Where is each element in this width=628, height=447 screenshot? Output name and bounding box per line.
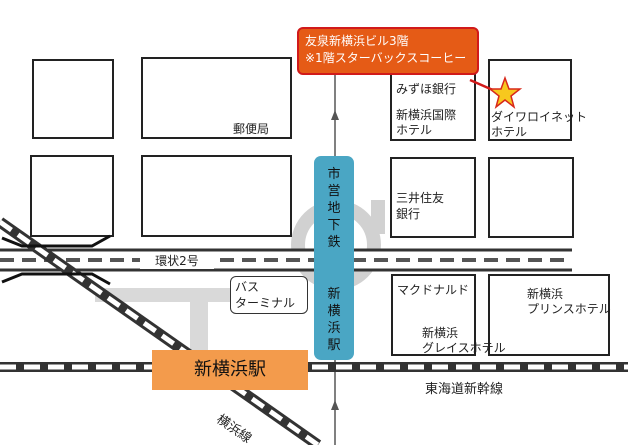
- destination-callout: 友泉新横浜ビル3階 ※1階スターバックスコーヒー: [297, 27, 479, 75]
- building-post-office: [141, 57, 292, 139]
- subway-station-label: 新 横 浜 駅: [327, 287, 341, 353]
- building-mcdonalds: [391, 274, 476, 356]
- rail-crossing: [1, 234, 111, 286]
- star-icon: [487, 75, 523, 109]
- callout-note: ※1階スターバックスコーヒー: [305, 51, 467, 65]
- building-mitsui-sumitomo: [390, 157, 476, 238]
- ring-road: [0, 248, 572, 272]
- label-prince-hotel-1: 新横浜: [527, 287, 564, 301]
- bus-terminal-line2: ターミナル: [235, 296, 296, 310]
- label-grace-hotel-2: グレイスホテル: [422, 341, 506, 355]
- south-road: [331, 360, 339, 445]
- label-tokaido-shinkansen: 東海道新幹線: [425, 382, 504, 397]
- building-prince-hotel: [488, 274, 610, 356]
- label-post-office: 郵便局: [233, 122, 270, 136]
- bus-terminal: バス ターミナル: [230, 276, 308, 314]
- label-ring-road: 環状2号: [140, 253, 214, 269]
- label-mitsui-sumitomo-1: 三井住友: [396, 191, 445, 205]
- callout-building-name: 友泉新横浜ビル3階: [305, 34, 409, 48]
- subway-line: [314, 156, 354, 360]
- label-prince-hotel-2: プリンスホテル: [527, 302, 611, 316]
- label-mcdonalds: マクドナルド: [397, 283, 470, 297]
- yokohama-rail: [0, 217, 322, 445]
- label-daiwa-roynet-2: ホテル: [491, 125, 528, 139]
- label-daiwa-roynet-1: ダイワロイネット: [491, 110, 588, 124]
- label-mizuho-bank: みずほ銀行: [396, 82, 457, 96]
- label-mitsui-sumitomo-2: 銀行: [396, 207, 421, 221]
- bus-terminal-line1: バス: [235, 280, 260, 294]
- label-kokusai-hotel-2: ホテル: [396, 123, 433, 137]
- building-1: [32, 59, 114, 139]
- building-4: [488, 157, 574, 238]
- shin-yokohama-station: 新横浜駅: [152, 350, 308, 390]
- label-grace-hotel-1: 新横浜: [422, 326, 459, 340]
- building-2: [30, 155, 114, 237]
- label-kokusai-hotel-1: 新横浜国際: [396, 108, 457, 122]
- pedestrian-route: [95, 288, 230, 352]
- subway-line-label: 市 営 地 下 鉄: [327, 167, 341, 250]
- building-3: [141, 155, 292, 237]
